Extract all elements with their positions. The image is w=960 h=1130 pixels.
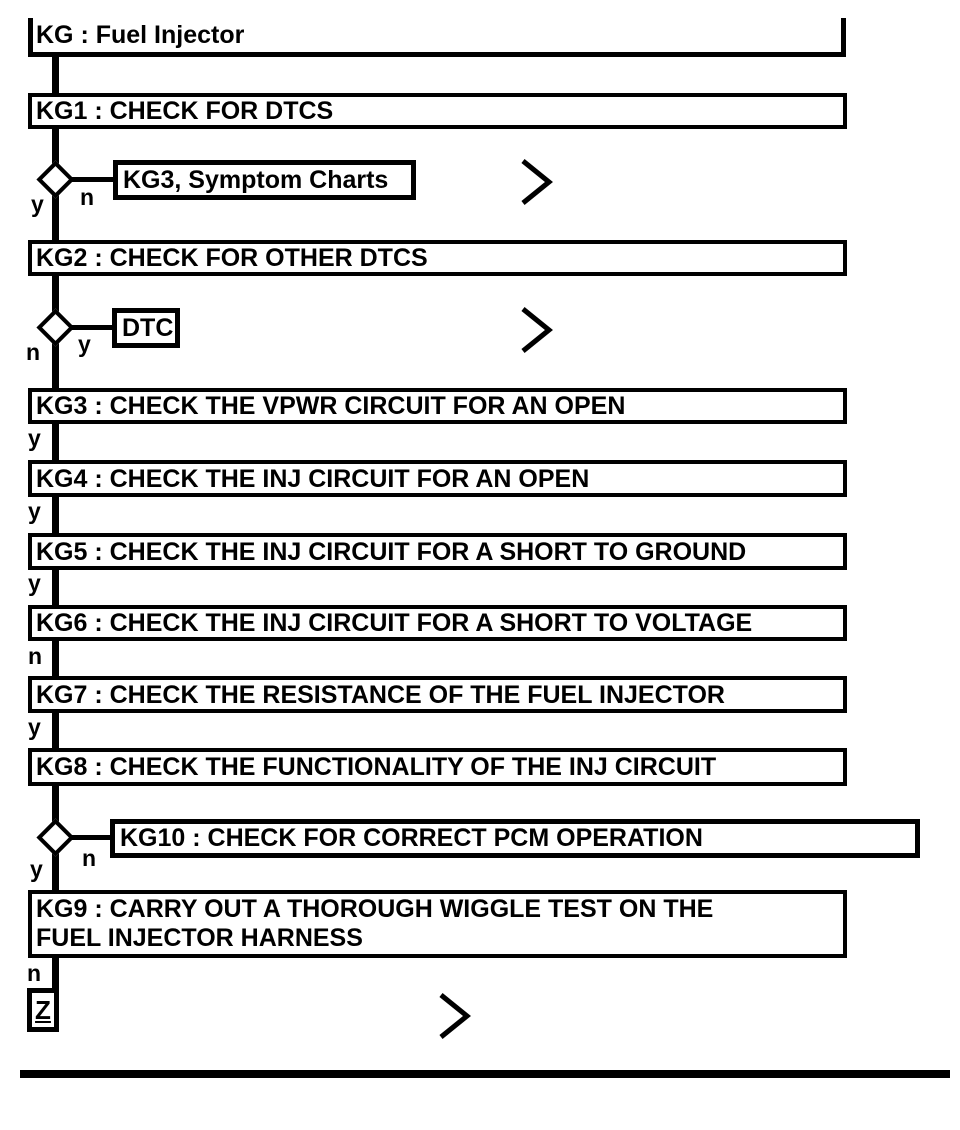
- off-page-connector-z[interactable]: Z: [27, 988, 59, 1032]
- edge-label-yes: y: [28, 425, 41, 451]
- title-lane: KG : Fuel Injector: [28, 18, 846, 57]
- connector-line: [52, 423, 59, 460]
- connector-line: [52, 712, 59, 748]
- branch-label-no: n: [82, 845, 97, 871]
- branch-label-yes: y: [31, 191, 44, 217]
- step-box-kg5[interactable]: KG5 : CHECK THE INJ CIRCUIT FOR A SHORT …: [28, 533, 847, 570]
- step-box-kg1[interactable]: KG1 : CHECK FOR DTCS: [28, 93, 847, 129]
- step-box-kg7[interactable]: KG7 : CHECK THE RESISTANCE OF THE FUEL I…: [28, 676, 847, 713]
- branch-label-no: n: [80, 184, 95, 210]
- step-box-kg9[interactable]: KG9 : CARRY OUT A THOROUGH WIGGLE TEST O…: [28, 890, 847, 958]
- step-box-kg4[interactable]: KG4 : CHECK THE INJ CIRCUIT FOR AN OPEN: [28, 460, 847, 497]
- continuation-chevron-icon: [521, 307, 553, 353]
- reference-box-dtc[interactable]: DTC: [112, 308, 180, 348]
- connector-line: [52, 57, 59, 93]
- step-box-kg3[interactable]: KG3 : CHECK THE VPWR CIRCUIT FOR AN OPEN: [28, 388, 847, 424]
- connector-line: [52, 569, 59, 606]
- decision-diamond: [36, 308, 75, 347]
- connector-line: [52, 958, 59, 992]
- branch-label-yes: y: [30, 856, 43, 882]
- branch-label-yes: y: [78, 331, 91, 357]
- edge-label-no: n: [28, 643, 43, 669]
- step-box-kg2[interactable]: KG2 : CHECK FOR OTHER DTCS: [28, 240, 847, 276]
- continuation-chevron-icon: [439, 993, 471, 1039]
- branch-line: [72, 325, 113, 330]
- connector-line: [52, 641, 59, 676]
- reference-box-symptom-charts[interactable]: KG3, Symptom Charts: [113, 160, 416, 200]
- edge-label-no: n: [27, 960, 42, 986]
- branch-line: [72, 177, 114, 182]
- continuation-chevron-icon: [521, 159, 553, 205]
- edge-label-yes: y: [28, 714, 41, 740]
- reference-box-kg10[interactable]: KG10 : CHECK FOR CORRECT PCM OPERATION: [110, 819, 920, 858]
- edge-label-yes: y: [28, 570, 41, 596]
- connector-line: [52, 496, 59, 533]
- branch-line: [72, 835, 112, 840]
- decision-diamond: [36, 818, 75, 857]
- step-box-kg6[interactable]: KG6 : CHECK THE INJ CIRCUIT FOR A SHORT …: [28, 605, 847, 641]
- branch-label-no: n: [26, 339, 41, 365]
- edge-label-yes: y: [28, 498, 41, 524]
- page-bottom-rule: [20, 1070, 950, 1078]
- step-box-kg8[interactable]: KG8 : CHECK THE FUNCTIONALITY OF THE INJ…: [28, 748, 847, 786]
- page-title: KG : Fuel Injector: [36, 20, 245, 49]
